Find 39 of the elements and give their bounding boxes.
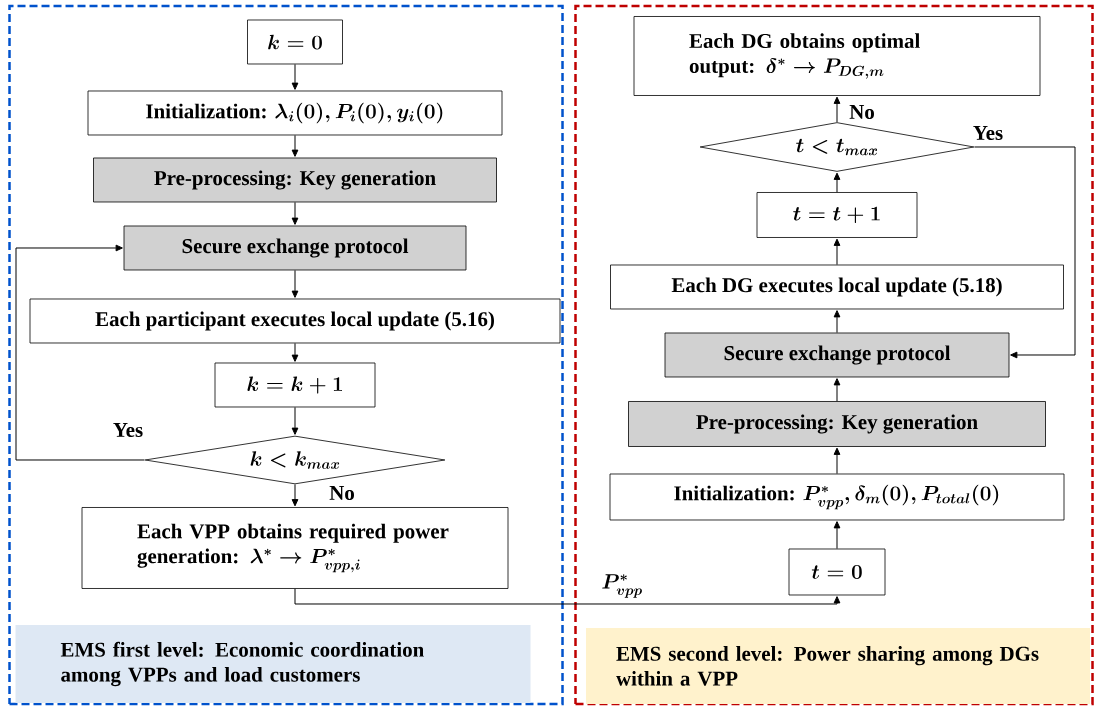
arrow [833,521,841,550]
arrow [291,269,299,298]
process-box: Each VPP obtains required power generation: $\lambda^{*} \rightarrow P^{*}_{vpp,i}$ [81,507,509,589]
arrow [291,201,299,225]
caption-band: EMS second level: Power sharing among DGs within a VPP [586,628,1090,704]
edge-label: No [328,485,356,501]
edge-label: Yes [111,422,145,438]
arrow [833,310,841,334]
arrow [833,172,841,193]
process-box: $k = 0$ [247,19,343,65]
process-box: $t = t + 1$ [756,192,918,238]
process-box: $t = 0$ [788,548,886,596]
arrow [833,378,841,402]
process-box: Each participant executes local update (5.16) [29,298,561,344]
process-box: Initialization: $\lambda_i(0), P_i(0), y_i(0)$ [87,90,503,136]
arrow [291,483,299,507]
process-box: Secure exchange protocol [123,225,467,271]
process-box: Pre-processing: Key generation [628,401,1046,447]
group-frame [574,4,1094,706]
arrow [291,342,299,362]
group-frame [8,4,564,706]
arrow [291,406,299,435]
arrow [833,447,841,475]
arrow [833,238,841,266]
arrow [294,588,841,605]
caption-band: EMS first level: Economic coordination among VPPs and load customers [15,625,531,703]
process-box: $k = k + 1$ [214,362,376,408]
arrow [973,146,1076,359]
process-box: Each DG obtains optimal output: $\delta^{*} \rightarrow P_{DG,m}$ [633,16,1041,96]
arrow [833,96,841,123]
process-box: Secure exchange protocol [664,332,1010,378]
edge-label: $P^{*}_{vpp}$ [600,573,644,599]
process-box: Initialization: $P^{*}_{vpp}, \delta_m(0), P_{total}(0)$ [609,473,1065,521]
arrow [291,63,299,90]
arrow [291,134,299,157]
arrow [15,244,146,461]
process-box: Each DG executes local update (5.18) [610,264,1064,310]
process-box: Pre-processing: Key generation [93,157,497,203]
edge-label: No [848,104,876,120]
